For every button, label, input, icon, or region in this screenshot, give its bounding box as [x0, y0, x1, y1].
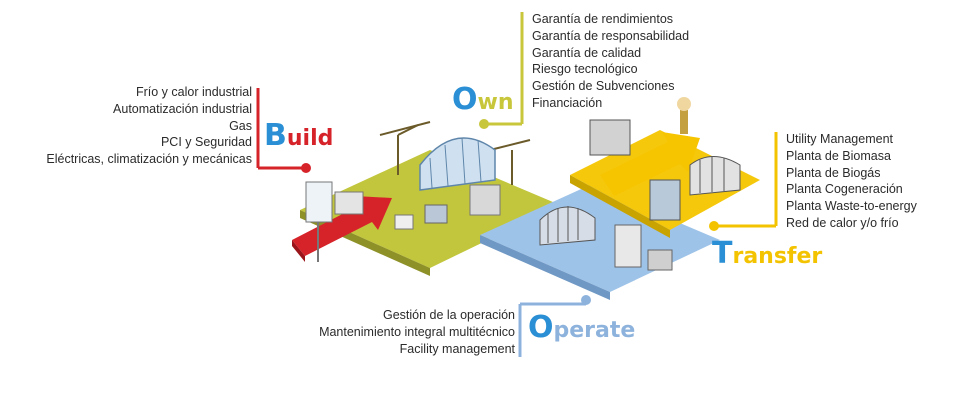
own-heading-rest: wn	[477, 90, 514, 115]
operate-item: Mantenimiento integral multitécnico	[319, 324, 515, 339]
own-item: Garantía de responsabilidad	[532, 28, 690, 43]
build-item: PCI y Seguridad	[160, 135, 252, 150]
crane-icon	[489, 139, 531, 185]
turbine-icon	[539, 206, 596, 246]
transfer-heading-rest: ransfer	[732, 244, 823, 269]
turbine-icon	[689, 156, 741, 196]
transfer-item: Planta de Biomasa	[786, 148, 891, 163]
operate-heading: Operate	[528, 310, 635, 345]
own-item: Garantía de rendimientos	[532, 12, 674, 26]
transfer-list: Utility Management Planta de Biomasa Pla…	[786, 131, 917, 232]
build-item: Automatización industrial	[113, 101, 252, 116]
build-heading-rest: uild	[286, 126, 334, 151]
own-item: Riesgo tecnológico	[532, 62, 638, 77]
build-item: Eléctricas, climatización y mecánicas	[46, 152, 252, 167]
transfer-item: Planta Cogeneración	[786, 182, 903, 197]
operate-item: Gestión de la operación	[382, 308, 515, 322]
own-list: Garantía de rendimientos Garantía de res…	[532, 11, 689, 112]
transfer-item: Planta Waste-to-energy	[786, 199, 917, 214]
build-connector	[256, 88, 311, 173]
operate-heading-rest: perate	[553, 318, 636, 343]
build-item: Gas	[229, 118, 252, 133]
operate-connector	[518, 295, 591, 357]
own-item: Financiación	[532, 95, 603, 110]
transfer-item: Red de calor y/o frío	[786, 215, 899, 230]
own-heading-cap: O	[452, 82, 478, 117]
build-heading-cap: B	[264, 118, 287, 153]
operate-item: Facility management	[399, 341, 515, 356]
own-item: Garantía de calidad	[532, 45, 642, 60]
build-heading: Build	[264, 118, 333, 153]
transfer-item: Utility Management	[786, 132, 893, 146]
greenhouse-icon	[419, 137, 496, 191]
build-list: Frío y calor industrial Automatización i…	[20, 84, 252, 168]
own-heading: Own	[452, 82, 514, 117]
own-item: Gestión de Subvenciones	[532, 79, 675, 94]
transfer-heading: Transfer	[712, 236, 822, 271]
build-item: Frío y calor industrial	[135, 85, 252, 99]
own-connector	[479, 12, 524, 129]
transfer-item: Planta de Biogás	[786, 165, 881, 180]
silo-icon	[589, 97, 691, 221]
yellow-arrow-icon	[600, 132, 700, 196]
crane-icon	[379, 121, 431, 175]
operate-list: Gestión de la operación Mantenimiento in…	[240, 307, 515, 357]
transfer-heading-cap: T	[712, 236, 733, 271]
operate-heading-cap: O	[528, 310, 554, 345]
transfer-connector	[709, 132, 778, 231]
